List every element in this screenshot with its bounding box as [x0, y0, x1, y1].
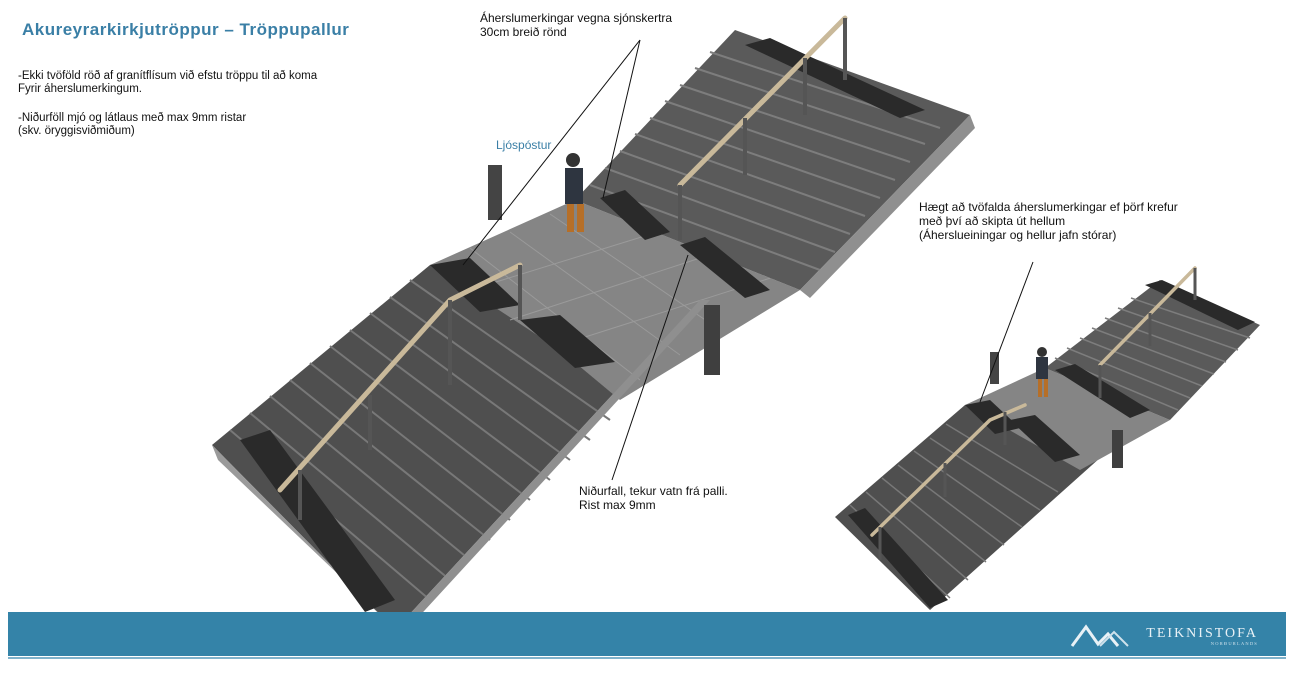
company-logo: TEIKNISTOFA NORÐURLANDS: [1070, 624, 1258, 648]
lamp-post-label: Ljóspóstur: [496, 138, 552, 152]
note-drains: -Niðurföll mjó og látlaus með max 9mm ri…: [18, 112, 247, 137]
page-title: Akureyrarkirkjutröppur – Tröppupallur: [22, 20, 350, 39]
leader-lines: [462, 39, 1034, 481]
note-granite: -Ekki tvöföld röð af granítflísum við ef…: [18, 70, 318, 95]
logo-subtitle: NORÐURLANDS: [1210, 640, 1258, 646]
small-stair: [835, 266, 1260, 610]
footer-bar: TEIKNISTOFA NORÐURLANDS: [8, 612, 1286, 656]
footer-divider: [8, 657, 1286, 659]
drain-annotation: Niðurfall, tekur vatn frá palli. Rist ma…: [579, 484, 728, 512]
double-marking-annotation: Hægt að tvöfalda áherslumerkingar ef þör…: [919, 200, 1178, 242]
tactile-marking-annotation: Áherslumerkingar vegna sjónskertra 30cm …: [480, 11, 673, 39]
mountain-logo-icon: [1071, 624, 1130, 647]
logo-name: TEIKNISTOFA: [1146, 625, 1258, 641]
large-stair: [212, 15, 975, 612]
stair-illustration: [212, 15, 1260, 612]
